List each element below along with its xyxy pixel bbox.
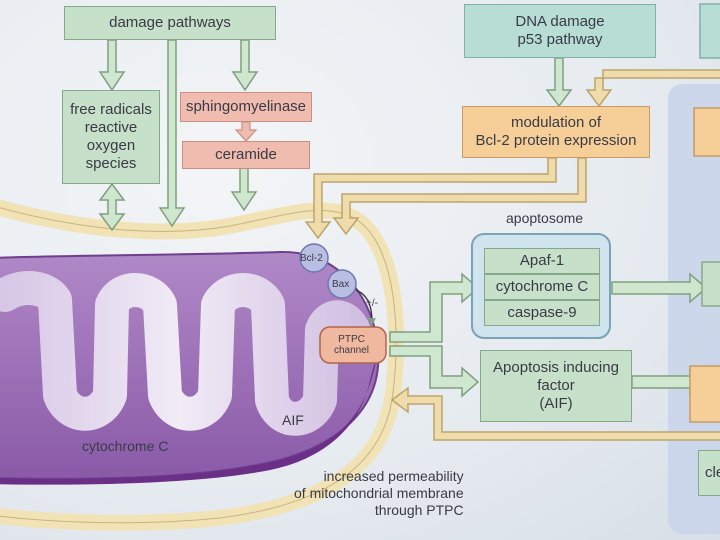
apaf1-box: Apaf-1 (484, 248, 600, 274)
permeability-label: increased permeability of mitochondrial … (294, 468, 464, 518)
free-radicals-box: free radicals reactive oxygen species (62, 90, 160, 184)
arrow-dna-to-modulation (545, 57, 573, 108)
right-orange-box-mid (689, 365, 720, 423)
aif-box: Apoptosis inducing factor (AIF) (480, 350, 632, 422)
bax-label: Bax (332, 279, 350, 290)
arrow-apoptosome-right (611, 272, 708, 304)
ptpc-label: PTPC channel (334, 334, 370, 356)
arrow-feedback-permeability (390, 386, 720, 441)
right-orange-box-top (693, 107, 720, 157)
sphingomyelinase-box: sphingomyelinase (180, 92, 312, 122)
arrow-ptpc-to-aif (389, 345, 480, 398)
cytochrome-c-box: cytochrome C (484, 274, 600, 300)
cle-partial-box: cle (698, 450, 720, 496)
plus-minus-label: +/- (366, 298, 378, 309)
bax-to-ptpc-arrow (355, 289, 376, 326)
arrow-ceramide-to-membrane (230, 167, 258, 212)
arrow-to-sphingomyelinase (231, 39, 259, 92)
bax-circle (327, 269, 357, 299)
caspase9-box: caspase-9 (484, 300, 600, 326)
arrow-ptpc-to-apoptosome (389, 272, 480, 343)
bcl2-label: Bcl-2 (300, 253, 323, 264)
bcl2-circle (299, 243, 329, 273)
aif-mito-label: AIF (282, 412, 304, 428)
right-teal-box-top (699, 3, 720, 59)
arrow-to-free-radicals (98, 39, 126, 92)
cristae (0, 271, 372, 436)
arrow-double-ros (98, 182, 126, 232)
modulation-box: modulation of Bcl-2 protein expression (462, 106, 650, 158)
arrow-modulation-to-bcl2 (304, 157, 557, 240)
ptpc-channel (319, 326, 387, 364)
arrow-top-right-loop (585, 69, 720, 108)
cytochrome-c-mito-label: cytochrome C (82, 438, 169, 454)
arrow-to-membrane (158, 39, 186, 228)
apoptosome-label: apoptosome (506, 210, 584, 226)
right-green-box (701, 261, 720, 307)
arrow-sphingo-to-ceramide (234, 121, 258, 142)
arrow-modulation-to-membrane (332, 157, 587, 236)
damage-pathways-box: damage pathways (64, 6, 276, 40)
dna-damage-box: DNA damage p53 pathway (464, 4, 656, 58)
ceramide-box: ceramide (182, 141, 310, 169)
